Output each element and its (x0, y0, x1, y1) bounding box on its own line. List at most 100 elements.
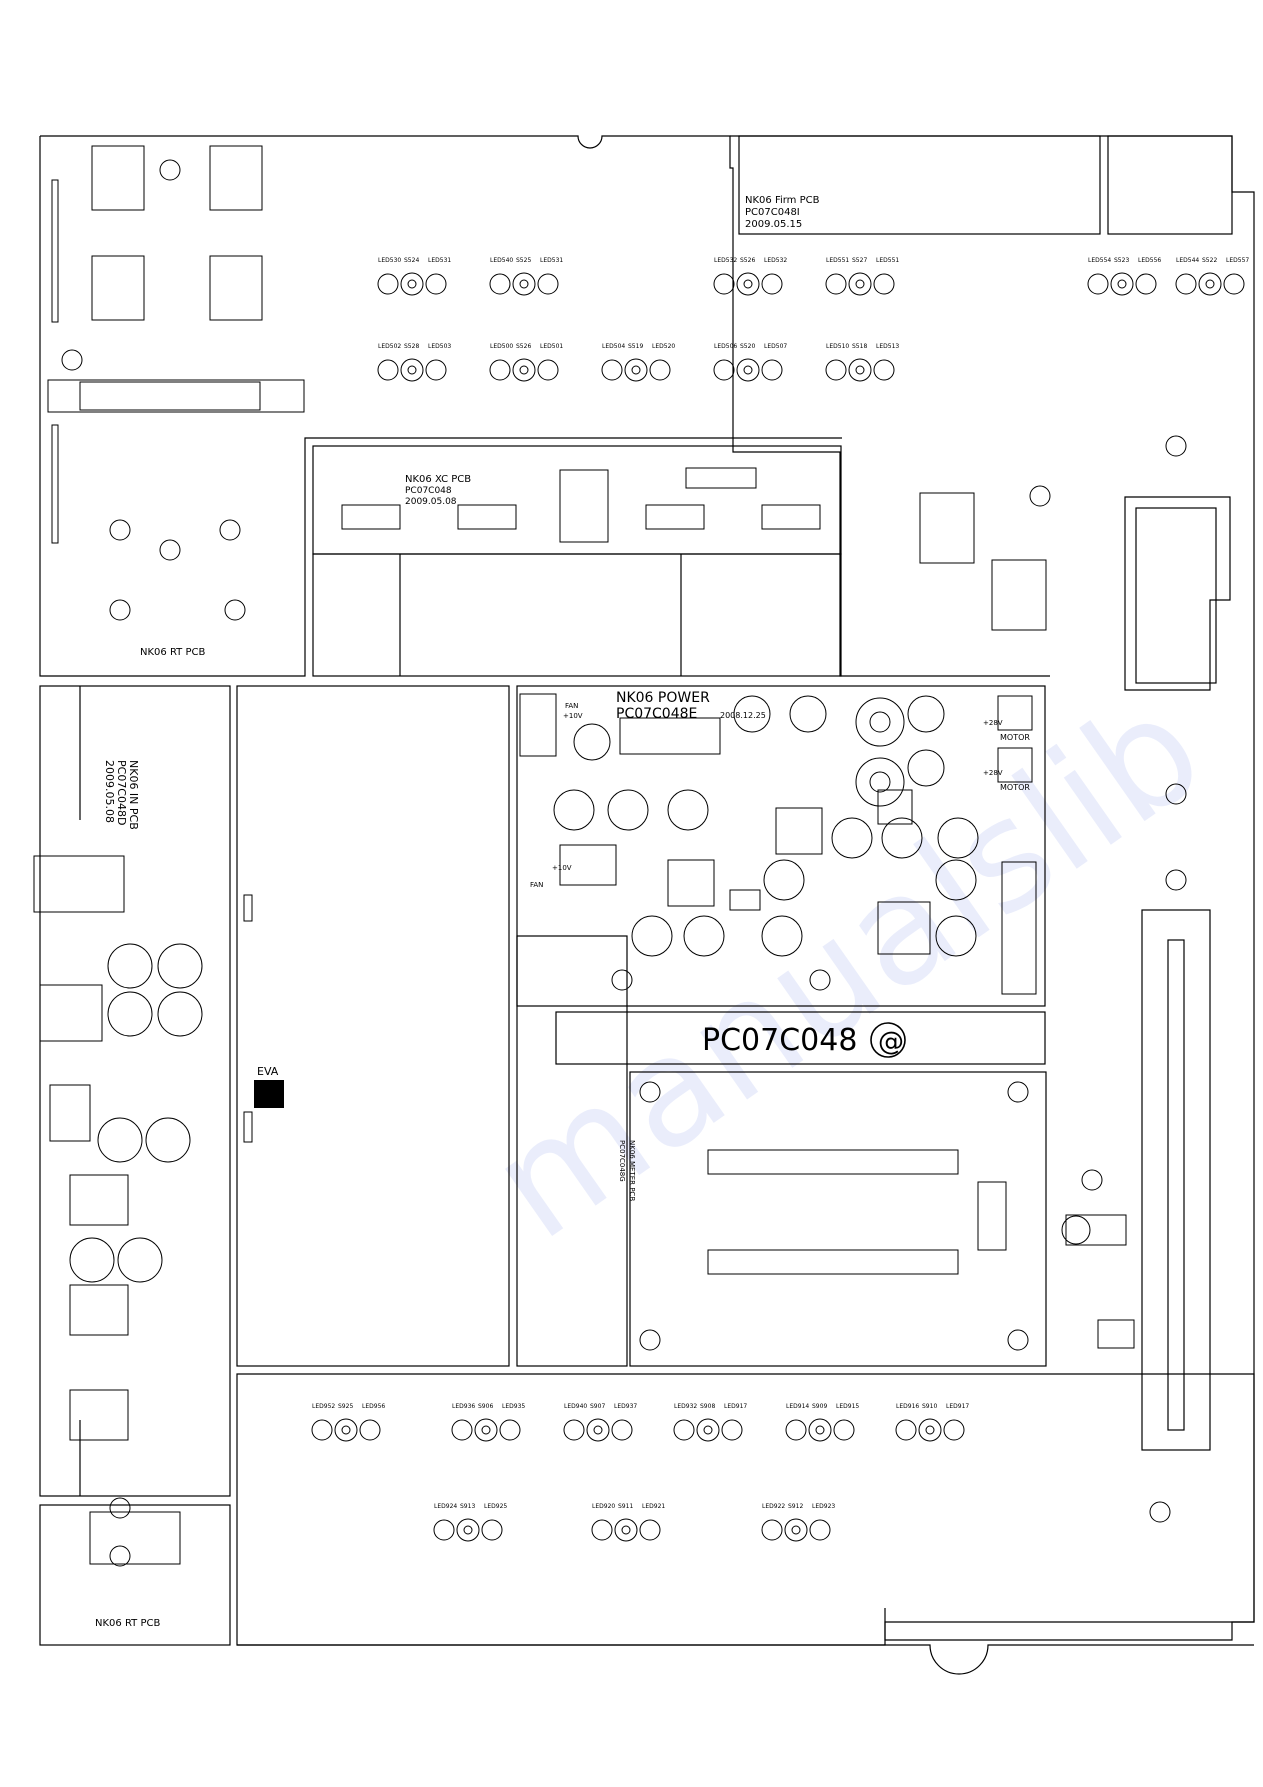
outline-left-col (39, 136, 842, 677)
led-ring (537, 359, 559, 381)
switch-ref: S913 (460, 1503, 475, 1510)
switch-ring (1110, 272, 1134, 296)
switch-center (815, 1425, 825, 1435)
led-ring (537, 273, 559, 295)
led-ring (611, 1419, 633, 1441)
switch-center (341, 1425, 351, 1435)
mount-hole (61, 349, 83, 371)
switch-ring (808, 1418, 832, 1442)
led-ring (833, 1419, 855, 1441)
led-ref: LED531 (428, 257, 451, 264)
relay-block-2 (209, 145, 263, 211)
led-ref: LED510 (826, 343, 849, 350)
led-ref: LED507 (764, 343, 787, 350)
capacitor (145, 1117, 191, 1163)
jack-1 (33, 855, 125, 913)
led-ref: LED914 (786, 1403, 809, 1410)
firm-pcb-name: NK06 Firm PCB (745, 195, 820, 206)
led-ref: LED531 (540, 257, 563, 264)
switch-ring (1198, 272, 1222, 296)
switch-ring (848, 272, 872, 296)
mount-hole (1029, 485, 1051, 507)
toroid-2 (855, 757, 905, 807)
switch-ref: S522 (1202, 257, 1217, 264)
led-ring (499, 1419, 521, 1441)
led-ref: LED554 (1088, 257, 1111, 264)
toroid-1-core (869, 711, 891, 733)
led-ring (761, 359, 783, 381)
switch-ring (400, 358, 424, 382)
mount-hole (109, 599, 131, 621)
relay-block-1 (91, 145, 145, 211)
switch-center (925, 1425, 935, 1435)
switch-ring (334, 1418, 358, 1442)
led-ref: LED544 (1176, 257, 1199, 264)
firm-pcb-window (738, 135, 1101, 235)
led-ring (673, 1419, 695, 1441)
firm-pcb-code: PC07C048I (745, 207, 800, 218)
switch-ring (696, 1418, 720, 1442)
power-pcb-name: NK06 POWER (616, 690, 710, 706)
toroid-1 (855, 697, 905, 747)
switch-center (593, 1425, 603, 1435)
capacitor (907, 695, 945, 733)
eva-block (254, 1080, 284, 1108)
led-ref: LED922 (762, 1503, 785, 1510)
led-ring (713, 359, 735, 381)
capacitor (97, 1117, 143, 1163)
led-ring (481, 1519, 503, 1541)
switch-ring (456, 1518, 480, 1542)
capacitor (1061, 1215, 1091, 1245)
led-ref: LED924 (434, 1503, 457, 1510)
in-pcb-date: 2009.05.08 (103, 760, 116, 823)
d503-block (919, 492, 975, 564)
capacitor (733, 695, 771, 733)
main-revision-mark: @ (878, 1027, 904, 1057)
xc-pcb-code: PC07C048 (405, 486, 452, 496)
rt-bottom-pcb-name: NK06 RT PCB (95, 1618, 160, 1629)
led-ring (895, 1419, 917, 1441)
switch-ring (400, 272, 424, 296)
mount-hole (109, 519, 131, 541)
power-pcb-code: PC07C048E (616, 706, 697, 722)
led-ring (601, 359, 623, 381)
led-ref: LED506 (714, 343, 737, 350)
capacitor (831, 817, 873, 859)
led-ring (425, 359, 447, 381)
xc-switch-4 (761, 504, 821, 530)
led-ring (721, 1419, 743, 1441)
led-ref: LED956 (362, 1403, 385, 1410)
relay-block-4 (209, 255, 263, 321)
capacitor (763, 859, 805, 901)
mount-hole (1165, 435, 1187, 457)
switch-ring (848, 358, 872, 382)
led-ref: LED504 (602, 343, 625, 350)
mount-hole (159, 539, 181, 561)
led-ref: LED917 (946, 1403, 969, 1410)
led-ref: LED940 (564, 1403, 587, 1410)
switch-center (703, 1425, 713, 1435)
led-ring (825, 273, 847, 295)
fan-label-top: FAN (565, 702, 578, 710)
power-pcb-outline (516, 685, 1046, 1007)
led-ref: LED557 (1226, 257, 1249, 264)
led-ref: LED920 (592, 1503, 615, 1510)
mount-hole (1165, 869, 1187, 891)
led-ref: LED915 (836, 1403, 859, 1410)
led-ref: LED503 (428, 343, 451, 350)
led-ref: LED530 (378, 257, 401, 264)
led-ref: LED952 (312, 1403, 335, 1410)
xc-pcb-outline (312, 445, 842, 555)
right-bracket (1124, 496, 1231, 691)
xc-pcb-name: NK06 XC PCB (405, 474, 471, 485)
long-slider-outline (1141, 909, 1211, 1451)
switch-ring (624, 358, 648, 382)
capacitor (157, 943, 203, 989)
capacitor (107, 991, 153, 1037)
capacitor (789, 695, 827, 733)
led-ref: LED923 (812, 1503, 835, 1510)
switch-ref: S910 (922, 1403, 937, 1410)
capacitor (553, 789, 595, 831)
switch-ring (784, 1518, 808, 1542)
